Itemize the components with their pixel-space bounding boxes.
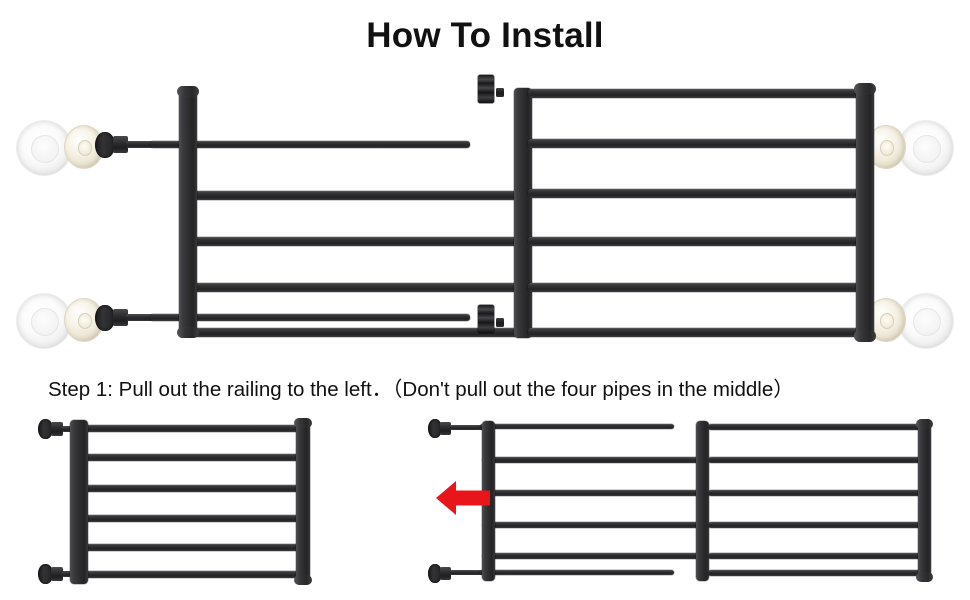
clear-wall-pad-bottom-left xyxy=(16,293,72,349)
gate-post-left-top-cap xyxy=(177,86,199,97)
gate-latch-clamp-top xyxy=(478,75,494,103)
gate-post-right-top-cap xyxy=(854,83,876,95)
fig1-rail-5 xyxy=(82,544,302,551)
gate-rail-4-left-section xyxy=(186,283,518,292)
page-title: How To Install xyxy=(366,16,604,55)
gate-latch-chip-bottom xyxy=(496,318,504,327)
gate-post-center xyxy=(514,88,532,338)
gate-post-left xyxy=(179,88,197,336)
fig2-rail-5-right xyxy=(708,553,924,559)
fig2-bolt-cup-bottom xyxy=(428,564,442,583)
fig2-rail-2-right xyxy=(708,457,924,463)
fig2-post-right xyxy=(918,421,931,581)
fig1-post-right-top-cap xyxy=(294,418,312,428)
fig2-bolt-rod-top xyxy=(450,425,486,430)
fig2-rail-6-left xyxy=(480,570,674,575)
mount-bolt-cup-top-left xyxy=(95,132,115,158)
gate-rail-top-right-section xyxy=(528,89,866,98)
fig2-bolt-nut-top xyxy=(440,422,451,435)
step-1-caption: Step 1: Pull out the railing to the left… xyxy=(48,378,794,401)
gate-post-right xyxy=(856,85,874,340)
fig1-rail-1 xyxy=(82,425,302,432)
gate-rail-3-left-section xyxy=(186,237,518,246)
fig2-rail-5-left xyxy=(482,553,702,559)
arrow-left-icon xyxy=(434,478,492,518)
clear-wall-pad-top-left xyxy=(16,120,72,176)
fig1-bolt-cup-bottom xyxy=(38,564,53,584)
gate-post-right-bottom-cap xyxy=(854,330,876,342)
fig2-rail-6-right xyxy=(708,570,924,576)
fig1-rail-3 xyxy=(82,485,302,492)
mount-bolt-cup-bottom-left xyxy=(95,305,115,331)
gate-latch-chip-top xyxy=(496,88,504,97)
mount-bolt-nut-bottom-left xyxy=(113,309,128,326)
fig1-post-left xyxy=(70,420,88,584)
figure-gate-collapsed xyxy=(20,412,340,598)
figure-gate-extended xyxy=(420,412,970,598)
hero-diagram xyxy=(0,55,970,365)
fig2-bolt-cup-top xyxy=(428,419,442,438)
mount-bolt-nut-top-left xyxy=(113,136,128,153)
fig2-rail-4-right xyxy=(708,522,924,528)
fig2-rail-1-left xyxy=(480,424,674,429)
fig1-post-right xyxy=(296,420,310,584)
fig1-bolt-nut-top xyxy=(51,422,63,436)
fig2-bolt-rod-bottom xyxy=(450,570,486,575)
gate-rail-2-right-section xyxy=(528,139,866,148)
fig1-bolt-nut-bottom xyxy=(51,567,63,581)
fig2-rail-1-right xyxy=(708,424,924,430)
fig1-rail-6 xyxy=(82,571,302,578)
clear-wall-pad-top-right xyxy=(898,120,954,176)
gate-rail-top-left-section xyxy=(150,141,470,148)
gate-rail-5-right-section xyxy=(528,283,866,292)
fig2-rail-2-left xyxy=(482,457,702,463)
fig2-rail-4-left xyxy=(482,522,702,528)
gate-rail-bottom-left-section xyxy=(150,314,470,321)
fig2-bolt-nut-bottom xyxy=(440,567,451,580)
fig1-post-right-bottom-cap xyxy=(294,575,312,585)
fig2-rail-3-left xyxy=(482,490,702,496)
gate-latch-clamp-bottom xyxy=(478,305,494,333)
gate-rail-5-left-section xyxy=(186,328,518,337)
fig2-post-right-bottom-cap xyxy=(916,572,933,582)
fig2-post-right-top-cap xyxy=(916,419,933,429)
gate-post-left-bottom-cap xyxy=(177,327,199,338)
fig1-bolt-cup-top xyxy=(38,419,53,439)
clear-wall-pad-bottom-right xyxy=(898,293,954,349)
gate-rail-4-right-section xyxy=(528,237,866,246)
fig1-rail-2 xyxy=(82,454,302,461)
fig1-rail-4 xyxy=(82,515,302,522)
gate-rail-2-left-section xyxy=(186,191,518,200)
gate-rail-3-right-section xyxy=(528,189,866,198)
fig2-rail-3-right xyxy=(708,490,924,496)
fig2-post-center xyxy=(696,421,709,581)
gate-rail-6-right-section xyxy=(528,328,866,337)
